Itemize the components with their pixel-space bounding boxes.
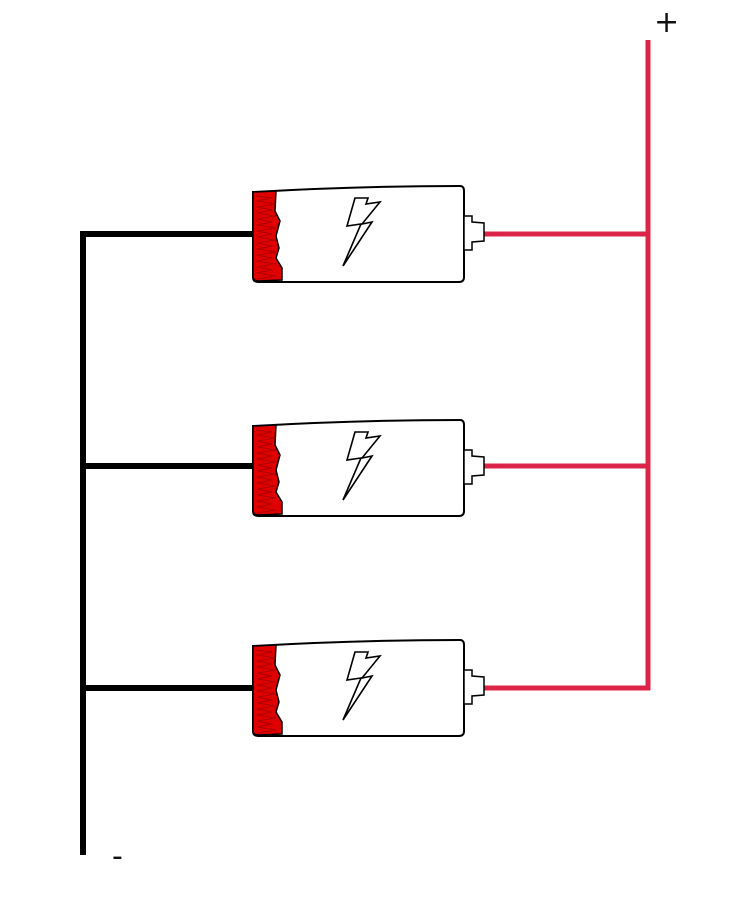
battery-3 xyxy=(252,638,485,737)
negative-bus xyxy=(80,231,256,855)
battery-positive-terminal xyxy=(463,215,485,251)
battery-cap-texture xyxy=(255,195,277,280)
positive-bus xyxy=(484,40,651,691)
battery-positive-terminal xyxy=(463,449,485,485)
battery-cap-texture xyxy=(255,649,277,734)
lightning-bolt-icon xyxy=(342,651,382,721)
negative-terminal-label: - xyxy=(112,839,123,874)
battery-1 xyxy=(252,184,485,283)
batteries xyxy=(252,184,485,737)
battery-2 xyxy=(252,418,485,517)
positive-terminal-label: + xyxy=(654,5,679,40)
lightning-bolt-icon xyxy=(342,431,382,501)
battery-cap-texture xyxy=(255,429,277,514)
lightning-bolt-icon xyxy=(342,197,382,267)
battery-positive-terminal xyxy=(463,669,485,705)
